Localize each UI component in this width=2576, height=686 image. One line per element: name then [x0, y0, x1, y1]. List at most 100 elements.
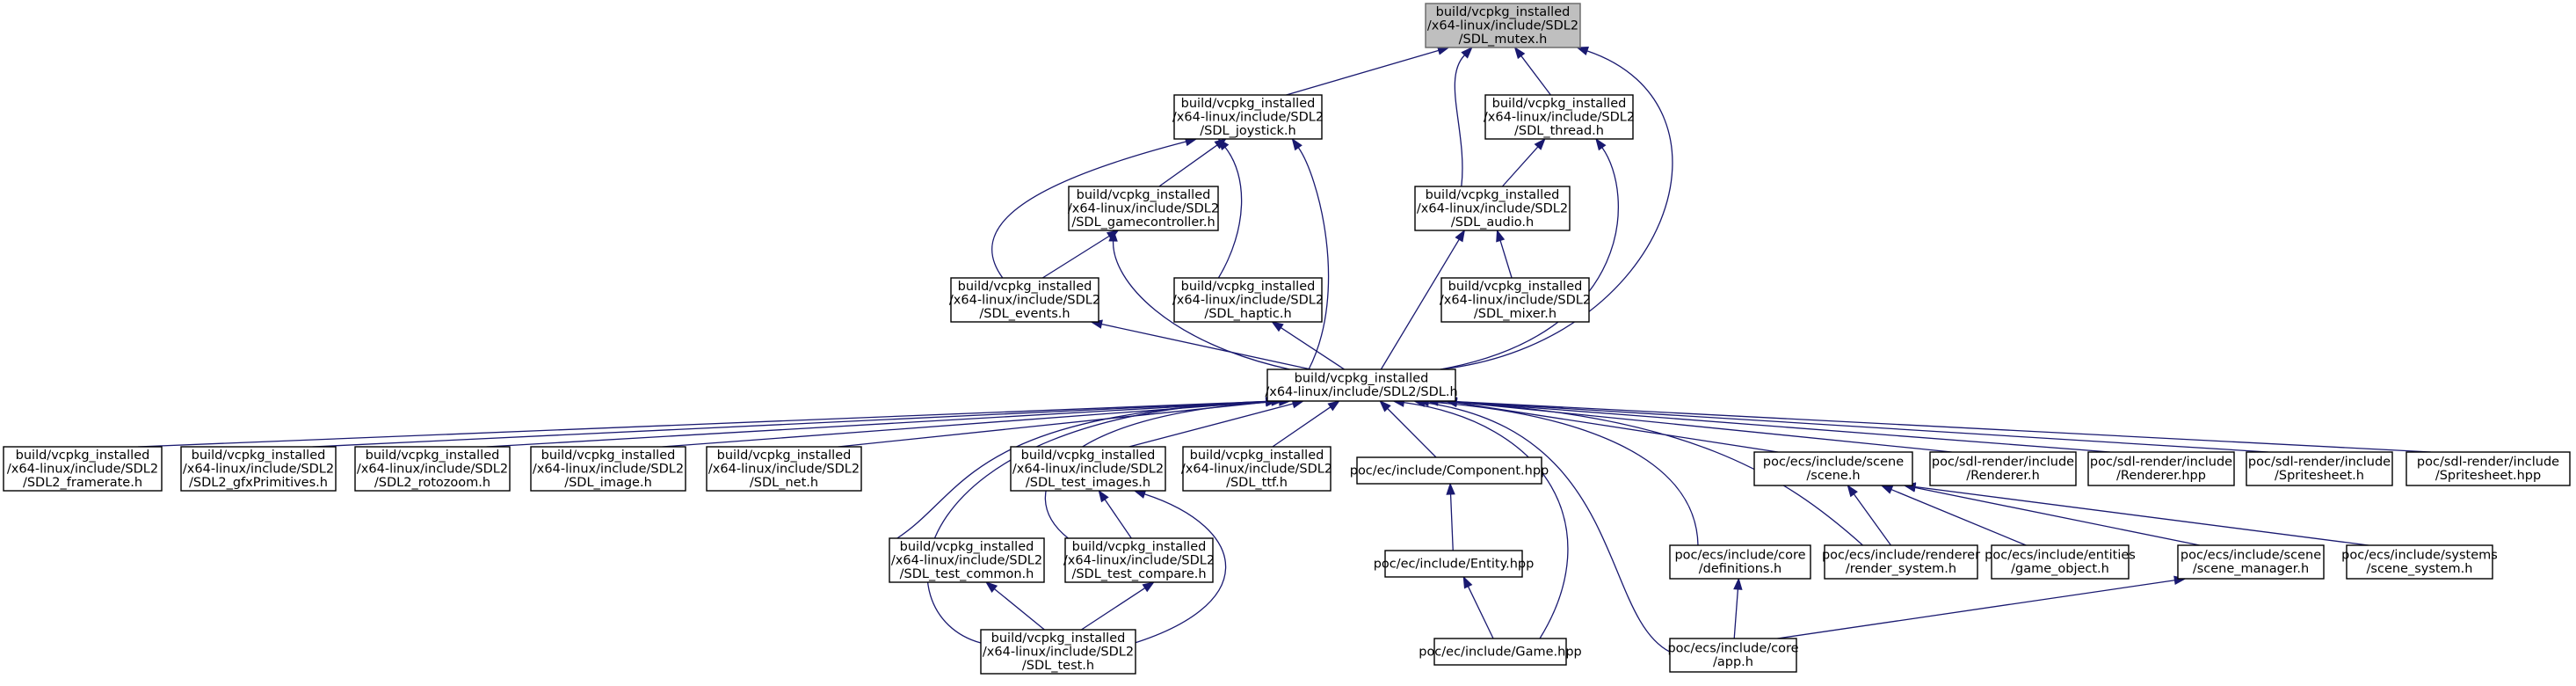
node-label-scene-line-0: poc/ecs/include/scene: [1763, 456, 1904, 470]
node-label-mutex-line-1: /x64-linux/include/SDL2: [1427, 18, 1578, 33]
edge-app-to-definitions: [1733, 588, 1739, 639]
node-label-sdlrender_spritesheet_hpp-line-0: poc/sdl-render/include: [2417, 456, 2559, 470]
node-label-gamecontroller-line-0: build/vcpkg_installed: [1077, 188, 1211, 202]
node-box-test_compare: [1064, 537, 1214, 583]
arrowhead-app-to-definitions: [1733, 577, 1743, 590]
node-sdlrender_spritesheet_hpp[interactable]: poc/sdl-render/include/Spritesheet.hpp: [2405, 451, 2571, 486]
node-label-rotozoom-line-1: /x64-linux/include/SDL2: [357, 462, 508, 476]
node-sdlrender_renderer_h[interactable]: poc/sdl-render/include/Renderer.h: [1929, 451, 2077, 486]
node-scene_manager[interactable]: poc/ecs/include/scene/scene_manager.h: [2177, 544, 2325, 580]
arrowhead-thread-to-mutex: [1513, 46, 1526, 60]
node-label-haptic-line-1: /x64-linux/include/SDL2: [1172, 293, 1324, 307]
node-label-framerate-line-0: build/vcpkg_installed: [16, 449, 150, 463]
edge-app-to-scene_manager: [1777, 580, 2175, 639]
node-audio[interactable]: build/vcpkg_installed/x64-linux/include/…: [1414, 186, 1571, 231]
node-label-scene-line-1: /scene.h: [1806, 469, 1860, 483]
node-ttf[interactable]: build/vcpkg_installed/x64-linux/include/…: [1181, 446, 1332, 492]
node-box-game_object: [1991, 544, 2130, 580]
node-test_images[interactable]: build/vcpkg_installed/x64-linux/include/…: [1010, 446, 1166, 492]
node-label-mutex-line-2: /SDL_mutex.h: [1459, 33, 1548, 47]
node-box-render_system: [1824, 544, 1978, 580]
node-label-test_common-line-2: /SDL_test_common.h: [900, 567, 1034, 581]
edge-app-to-sdl: [1424, 402, 1671, 653]
node-box-scene_manager: [2177, 544, 2325, 580]
node-label-sdl-line-0: build/vcpkg_installed: [1295, 372, 1429, 386]
node-mutex[interactable]: build/vcpkg_installed/x64-linux/include/…: [1425, 3, 1581, 48]
edge-gfx-to-sdl: [312, 400, 1266, 448]
node-test[interactable]: build/vcpkg_installed/x64-linux/include/…: [980, 629, 1136, 675]
arrowhead-sdl-to-haptic: [1271, 321, 1284, 332]
arrowhead-sdl-to-gamecontroller: [1108, 229, 1118, 242]
node-label-image-line-1: /x64-linux/include/SDL2: [533, 462, 684, 476]
node-label-haptic-line-2: /SDL_haptic.h: [1204, 307, 1291, 321]
node-label-image-line-2: /SDL_image.h: [564, 476, 652, 490]
node-thread[interactable]: build/vcpkg_installed/x64-linux/include/…: [1484, 94, 1635, 140]
node-label-gamecontroller-line-1: /x64-linux/include/SDL2: [1068, 201, 1219, 215]
edge-game_object-to-scene: [1890, 488, 2027, 546]
node-sdlrender_renderer_hpp[interactable]: poc/sdl-render/include/Renderer.hpp: [2087, 451, 2235, 486]
node-sdlrender_spritesheet_h[interactable]: poc/sdl-render/include/Spritesheet.h: [2246, 451, 2393, 486]
node-test_compare[interactable]: build/vcpkg_installed/x64-linux/include/…: [1063, 537, 1215, 583]
node-label-events-line-2: /SDL_events.h: [979, 307, 1070, 321]
node-box-framerate: [3, 446, 163, 492]
node-scene_system[interactable]: poc/ecs/include/systems/scene_system.h: [2341, 544, 2498, 580]
node-label-audio-line-1: /x64-linux/include/SDL2: [1417, 201, 1568, 215]
edge-render_system-to-sdl: [1437, 400, 1863, 546]
node-net[interactable]: build/vcpkg_installed/x64-linux/include/…: [706, 446, 862, 492]
node-definitions[interactable]: poc/ecs/include/core/definitions.h: [1669, 544, 1811, 580]
node-box-audio: [1414, 186, 1571, 231]
node-joystick[interactable]: build/vcpkg_installed/x64-linux/include/…: [1172, 94, 1324, 140]
edge-net-to-sdl: [838, 401, 1266, 448]
edge-sdl-to-events: [1101, 323, 1311, 370]
arrowhead-game-to-entity: [1462, 575, 1473, 589]
node-label-test_common-line-1: /x64-linux/include/SDL2: [891, 553, 1042, 567]
node-haptic[interactable]: build/vcpkg_installed/x64-linux/include/…: [1172, 277, 1324, 323]
node-component[interactable]: poc/ec/include/Component.hpp: [1350, 456, 1549, 485]
edge-test_common-to-sdl: [896, 400, 1273, 539]
arrowhead-sdl-to-mutex: [1576, 47, 1589, 55]
edge-entity-to-component: [1449, 493, 1454, 551]
node-gfx[interactable]: build/vcpkg_installed/x64-linux/include/…: [180, 446, 337, 492]
node-label-net-line-0: build/vcpkg_installed: [717, 449, 852, 463]
node-label-test_compare-line-1: /x64-linux/include/SDL2: [1063, 553, 1215, 567]
edge-joystick-to-mutex: [1286, 49, 1440, 96]
node-rotozoom[interactable]: build/vcpkg_installed/x64-linux/include/…: [354, 446, 511, 492]
edge-game-to-entity: [1467, 586, 1494, 639]
node-game_object[interactable]: poc/ecs/include/entities/game_object.h: [1985, 544, 2136, 580]
node-label-thread-line-2: /SDL_thread.h: [1514, 124, 1604, 138]
node-render_system[interactable]: poc/ecs/include/renderer/render_system.h: [1822, 544, 1980, 580]
node-label-game_object-line-0: poc/ecs/include/entities: [1985, 549, 2136, 563]
arrowhead-entity-to-component: [1446, 482, 1455, 495]
node-gamecontroller[interactable]: build/vcpkg_installed/x64-linux/include/…: [1068, 186, 1219, 231]
node-image[interactable]: build/vcpkg_installed/x64-linux/include/…: [530, 446, 686, 492]
arrowhead-mixer-to-audio: [1496, 229, 1506, 243]
node-box-gamecontroller: [1068, 186, 1219, 231]
node-box-sdlrender_spritesheet_h: [2246, 451, 2393, 486]
node-framerate[interactable]: build/vcpkg_installed/x64-linux/include/…: [3, 446, 163, 492]
node-label-mixer-line-2: /SDL_mixer.h: [1474, 307, 1556, 321]
edge-render_system-to-scene: [1853, 493, 1891, 546]
node-scene[interactable]: poc/ecs/include/scene/scene.h: [1753, 451, 1913, 486]
node-box-haptic: [1173, 277, 1323, 323]
node-label-render_system-line-0: poc/ecs/include/renderer: [1822, 549, 1980, 563]
node-label-scene_manager-line-0: poc/ecs/include/scene: [2181, 549, 2321, 563]
arrowhead-test-to-test_common: [984, 581, 998, 593]
edge-rotozoom-to-sdl: [486, 401, 1266, 448]
edge-component-to-sdl: [1387, 408, 1437, 458]
edge-sdl-to-gamecontroller: [1112, 240, 1290, 370]
node-box-joystick: [1173, 94, 1323, 140]
arrowhead-render_system-to-scene: [1847, 484, 1858, 498]
node-box-test_images: [1010, 446, 1166, 492]
node-box-entity: [1384, 550, 1523, 578]
node-entity[interactable]: poc/ec/include/Entity.hpp: [1374, 550, 1535, 578]
node-sdl[interactable]: build/vcpkg_installed/x64-linux/include/…: [1265, 369, 1458, 402]
node-events[interactable]: build/vcpkg_installed/x64-linux/include/…: [949, 277, 1100, 323]
node-label-sdlrender_renderer_h-line-0: poc/sdl-render/include: [1932, 456, 2074, 470]
node-box-ttf: [1182, 446, 1332, 492]
node-game[interactable]: poc/ec/include/Game.hpp: [1419, 638, 1582, 666]
node-app[interactable]: poc/ecs/include/core/app.h: [1667, 638, 1799, 673]
node-label-image-line-0: build/vcpkg_installed: [541, 449, 676, 463]
node-test_common[interactable]: build/vcpkg_installed/x64-linux/include/…: [889, 537, 1045, 583]
node-mixer[interactable]: build/vcpkg_installed/x64-linux/include/…: [1440, 277, 1591, 323]
edge-test_compare-to-test_images: [1104, 499, 1132, 539]
